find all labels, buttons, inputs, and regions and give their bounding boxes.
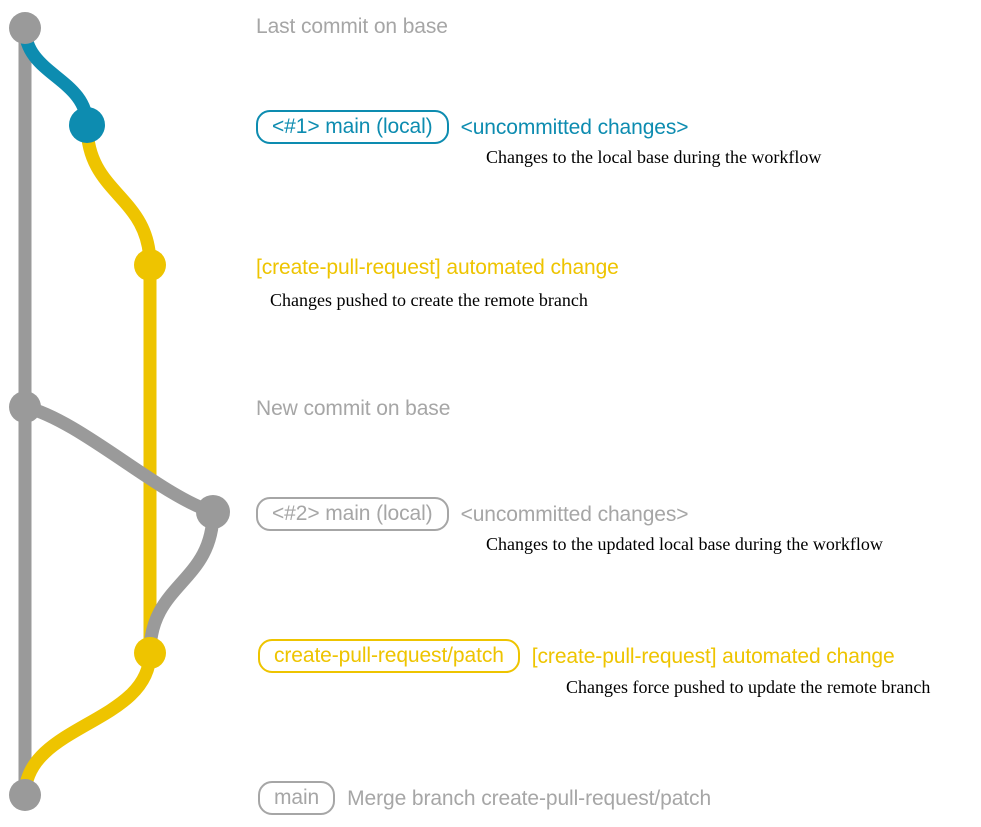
- branch-badge-create-pull-request-patch[interactable]: create-pull-request/patch: [258, 639, 520, 673]
- node-cpr-commit-1[interactable]: [134, 249, 166, 281]
- node-local-2[interactable]: [196, 495, 230, 529]
- subcaption-local-1: Changes to the local base during the wor…: [486, 147, 822, 167]
- edge-base-new-to-local-2: [18, 400, 220, 519]
- label-last-commit-on-base: Last commit on base: [256, 15, 448, 38]
- node-base-new[interactable]: [9, 391, 41, 423]
- row-merge: main Merge branch create-pull-request/pa…: [258, 781, 711, 815]
- branch-badge-local-1[interactable]: <#1> main (local): [256, 110, 449, 144]
- subcaption-cpr-commit-1: Changes pushed to create the remote bran…: [270, 290, 588, 310]
- node-cpr-commit-2[interactable]: [134, 637, 166, 669]
- edge-cpr-commit-2-to-merge: [18, 646, 157, 802]
- edge-local-1-to-cpr-commit-1: [80, 118, 157, 272]
- commit-message-local-1: <uncommitted changes>: [460, 115, 689, 139]
- label-new-commit-on-base: New commit on base: [256, 397, 451, 420]
- row-cpr-commit-2: create-pull-request/patch [create-pull-r…: [258, 639, 895, 673]
- branch-badge-local-2[interactable]: <#2> main (local): [256, 497, 449, 531]
- commit-message-cpr-commit-1: [create-pull-request] automated change: [256, 256, 619, 279]
- edge-local-2-to-cpr-commit-2: [143, 505, 220, 660]
- node-base-head[interactable]: [9, 12, 41, 44]
- row-local-2: <#2> main (local) <uncommitted changes>: [256, 497, 689, 531]
- node-merge[interactable]: [9, 779, 41, 811]
- row-local-1: <#1> main (local) <uncommitted changes>: [256, 110, 689, 144]
- branch-badge-main[interactable]: main: [258, 781, 336, 815]
- node-local-1[interactable]: [69, 107, 105, 143]
- commit-message-local-2: <uncommitted changes>: [460, 502, 689, 526]
- commit-message-cpr-commit-2: [create-pull-request] automated change: [531, 644, 895, 668]
- subcaption-local-2: Changes to the updated local base during…: [486, 534, 883, 554]
- commit-message-merge: Merge branch create-pull-request/patch: [347, 786, 712, 810]
- subcaption-cpr-commit-2: Changes force pushed to update the remot…: [566, 677, 931, 697]
